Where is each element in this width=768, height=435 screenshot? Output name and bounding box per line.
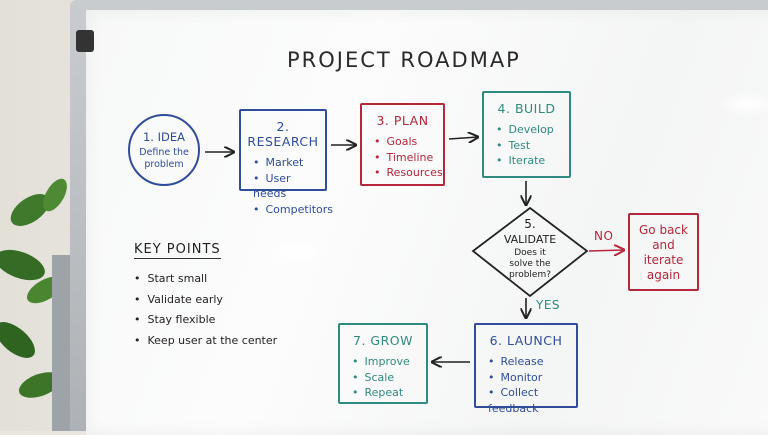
research-item: Competitors: [253, 202, 334, 218]
idea-header: 1. IDEA: [142, 130, 185, 144]
plan-item: Timeline: [374, 150, 443, 166]
step-grow: 7. GROW Improve Scale Repeat: [338, 323, 428, 404]
go-back-line: iterate: [643, 253, 684, 267]
go-back-line: and: [652, 238, 675, 252]
grow-item: Repeat: [352, 385, 426, 401]
board-clip: [76, 30, 94, 52]
board-stand: [52, 255, 72, 431]
key-point: Start small: [134, 269, 277, 290]
step-build: 4. BUILD Develop Test Iterate: [482, 91, 571, 178]
validate-label: 5. VALIDATE Does it solve the problem?: [492, 217, 568, 281]
plan-item: Resources: [374, 165, 443, 181]
validate-diamond: [471, 206, 589, 298]
step-idea: 1. IDEA Define the problem: [128, 114, 200, 186]
plan-header: 3. PLAN: [376, 113, 429, 128]
key-point: Keep user at the center: [134, 331, 278, 352]
branch-no: NO: [594, 229, 614, 243]
launch-item: Release: [488, 354, 576, 370]
launch-item: Monitor: [488, 370, 576, 386]
research-item: Market: [253, 155, 325, 171]
launch-header: 6. LAUNCH: [489, 333, 563, 348]
step-plan: 3. PLAN Goals Timeline Resources: [360, 103, 445, 186]
light-reflection: [262, 238, 332, 268]
plan-item: Goals: [374, 134, 443, 150]
grow-header: 7. GROW: [353, 333, 413, 348]
build-item: Iterate: [496, 153, 569, 169]
research-item: User needs: [253, 171, 325, 202]
grow-item: Scale: [352, 370, 426, 386]
validate-header: VALIDATE: [503, 233, 557, 246]
validate-question: problem?: [508, 270, 552, 280]
build-header: 4. BUILD: [497, 101, 556, 116]
build-item: Test: [496, 138, 569, 154]
research-header: 2. RESEARCH: [247, 119, 319, 149]
light-reflection: [718, 92, 768, 116]
validate-question: Does it: [514, 248, 546, 258]
go-back-line: Go back: [639, 223, 688, 237]
grow-item: Improve: [352, 354, 426, 370]
build-item: Develop: [496, 122, 569, 138]
key-points: KEY POINTS Start small Validate early St…: [134, 238, 277, 351]
key-point: Validate early: [134, 290, 277, 311]
arrow-plan-build: [448, 137, 478, 139]
key-points-heading: KEY POINTS: [134, 242, 221, 259]
validate-number: 5.: [524, 217, 536, 231]
roadmap-title: PROJECT ROADMAP: [287, 48, 521, 72]
branch-yes: YES: [536, 298, 561, 312]
step-launch: 6. LAUNCH Release Monitor Collect feedba…: [474, 323, 578, 415]
idea-subtitle: Define the problem: [139, 147, 189, 170]
go-back-note: Go back and iterate again: [628, 213, 699, 291]
validate-question: solve the: [509, 259, 551, 269]
plant-leaves: [0, 178, 67, 398]
arrow-validate-goback: [588, 250, 624, 251]
key-point: Stay flexible: [134, 310, 277, 331]
go-back-line: again: [646, 268, 681, 282]
step-research: 2. RESEARCH Market User needs Competitor…: [239, 109, 333, 216]
launch-item: Collect feedback: [488, 385, 576, 416]
